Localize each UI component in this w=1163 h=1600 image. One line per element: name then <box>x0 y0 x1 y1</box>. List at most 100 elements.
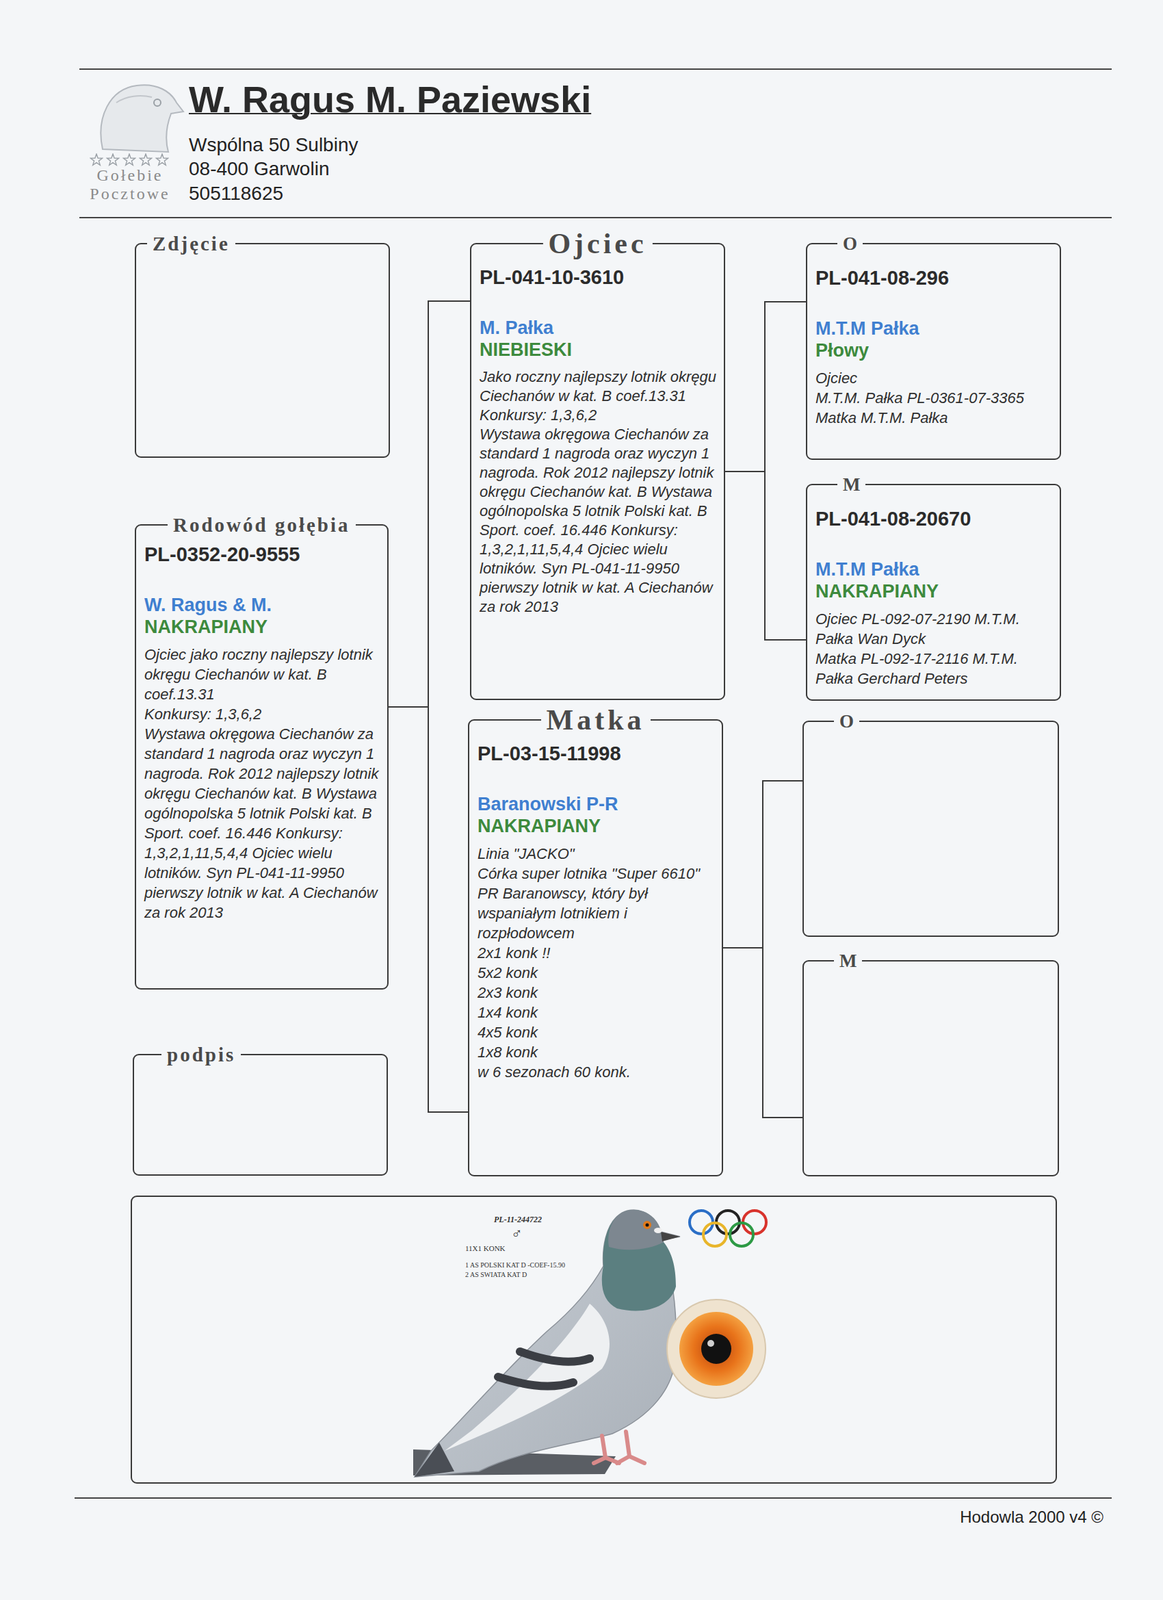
breeder-name: M. Pałka <box>479 316 717 339</box>
eye-closeup <box>667 1299 766 1398</box>
header-title: W. Ragus M. Paziewski <box>188 78 592 120</box>
logo-star <box>90 153 102 165</box>
pedigree-box: O <box>802 720 1060 937</box>
photo-caption: 1 AS POLSKI KAT D -COEF-15.90 <box>465 1260 566 1270</box>
ring-number: PL-03-15-11998 <box>477 740 715 766</box>
description-text: Ojciec jako roczny najlepszy lotnik okrę… <box>144 644 381 704</box>
pedigree-bracket <box>723 780 803 948</box>
box-content: PL-041-08-296M.T.M PałkaPłowyOjciecM.T.M… <box>807 244 1060 428</box>
ring-number: PL-0352-20-9555 <box>144 541 381 567</box>
pigeon-neck <box>602 1209 676 1311</box>
colour-name: NAKRAPIANY <box>477 814 715 837</box>
phone-number: 505118625 <box>188 181 284 206</box>
pedigree-box: M <box>802 959 1060 1176</box>
description-text: 1x4 konk <box>477 1002 715 1023</box>
olympic-ring <box>689 1210 713 1234</box>
colour-name: NAKRAPIANY <box>815 580 1053 603</box>
box-heading: Rodowód gołębia <box>167 515 356 535</box>
logo-star <box>106 153 119 165</box>
eye-pupil <box>701 1333 732 1364</box>
colour-name: NIEBIESKI <box>479 338 717 361</box>
pigeon-illustration <box>413 1209 767 1477</box>
description-text: Matka PL-092-17-2116 M.T.M. Pałka Gercha… <box>815 648 1053 689</box>
description-text: Ojciec PL-092-07-2190 M.T.M. Pałka Wan D… <box>815 608 1053 649</box>
description-text: Konkursy: 1,3,6,2 <box>144 703 381 724</box>
pedigree-bracket <box>388 301 470 707</box>
box-heading: Zdjęcie <box>147 233 236 254</box>
description-text: M.T.M. Pałka PL-0361-07-3365 <box>815 387 1053 408</box>
pedigree-box: Zdjęcie <box>134 242 390 458</box>
wing-bar <box>498 1376 574 1386</box>
box-heading: M <box>833 951 862 971</box>
description-text: 1x8 konk <box>477 1041 715 1062</box>
wing-bar <box>519 1351 590 1362</box>
pigeon-leg <box>593 1435 620 1463</box>
breeder-name: Baranowski P-R <box>477 792 715 815</box>
description-text: Linia "JACKO" <box>477 843 715 864</box>
breeder-name: M.T.M Pałka <box>815 558 1053 581</box>
box-heading: O <box>833 712 860 731</box>
box-heading: Ojciec <box>542 229 652 258</box>
box-heading: Matka <box>541 705 651 735</box>
ring-number: PL-041-08-20670 <box>815 506 1053 531</box>
olympic-ring <box>729 1222 754 1246</box>
pedigree-bracket <box>725 301 806 472</box>
box-content: PL-041-10-3610M. PałkaNIEBIESKIJako rocz… <box>471 244 724 617</box>
pedigree-box: MPL-041-08-20670M.T.M PałkaNAKRAPIANYOjc… <box>805 483 1062 701</box>
pigeon-beak <box>660 1231 681 1241</box>
description-text: w 6 sezonach 60 konk. <box>477 1061 715 1082</box>
eye-highlight <box>707 1339 715 1347</box>
olympic-ring <box>716 1210 740 1234</box>
address-line: Wspólna 50 Sulbiny <box>188 132 358 158</box>
pedigree-box: MatkaPL-03-15-11998Baranowski P-RNAKRAPI… <box>467 719 724 1176</box>
logo-feather <box>116 95 152 103</box>
logo-star <box>155 153 168 165</box>
pigeon-leg <box>617 1431 645 1463</box>
logo-caption: Gołebie <box>68 166 192 184</box>
pigeon-wing <box>444 1303 610 1451</box>
photo-caption: 2 AS SWIATA KAT D <box>465 1270 527 1279</box>
pigeon-tail <box>414 1442 455 1477</box>
photo-caption: ♂ <box>511 1225 523 1242</box>
box-heading: O <box>837 234 863 254</box>
pedigree-box: podpis <box>132 1053 388 1176</box>
box-heading: M <box>837 475 866 494</box>
pedigree-bracket <box>723 947 803 1118</box>
pedigree-box: OjciecPL-041-10-3610M. PałkaNIEBIESKIJak… <box>469 242 726 700</box>
photo-caption: PL-11-244722 <box>493 1214 542 1224</box>
logo-caption: Pocztowe <box>68 185 192 202</box>
colour-name: NAKRAPIANY <box>144 615 381 638</box>
pigeon-eye <box>643 1220 652 1229</box>
description-text: 5x2 konk <box>477 962 715 983</box>
breeder-name: W. Ragus & M. <box>144 593 381 616</box>
logo-eye <box>153 99 161 107</box>
description-text: Ojciec <box>815 368 1053 388</box>
colour-name: Płowy <box>815 339 1053 362</box>
pigeon-cere <box>654 1227 663 1233</box>
logo <box>90 84 184 165</box>
pedigree-box: OPL-041-08-296M.T.M PałkaPłowyOjciecM.T.… <box>805 242 1062 460</box>
description-text: 2x1 konk !! <box>477 942 715 963</box>
footer-credit: Hodowla 2000 v4 © <box>898 1507 1104 1527</box>
logo-star <box>139 153 152 165</box>
pedigree-bracket <box>388 706 468 1112</box>
description-text: 4x5 konk <box>477 1022 715 1042</box>
olympic-ring <box>703 1222 727 1246</box>
ring-number: PL-041-10-3610 <box>479 264 717 290</box>
photo-caption: 11X1 KONK <box>465 1243 506 1252</box>
box-content: PL-03-15-11998Baranowski P-RNAKRAPIANY Li… <box>469 720 722 1082</box>
header-rule <box>79 68 1112 70</box>
description-text: Matka M.T.M. Pałka <box>815 407 1053 428</box>
description-text: Wystawa okręgowa Ciechanów za standard 1… <box>479 424 717 617</box>
box-content: PL-041-08-20670M.T.M PałkaNAKRAPIANY Ojci… <box>807 485 1060 689</box>
box-content: PL-0352-20-9555 W. Ragus & M.NAKRAPIANY Oj… <box>136 525 388 923</box>
footer-rule <box>74 1496 1112 1499</box>
pigeon-pupil <box>645 1223 650 1227</box>
olympic-ring <box>742 1210 767 1234</box>
header-rule <box>79 216 1112 219</box>
pedigree-box: Rodowód gołębiaPL-0352-20-9555W. Ragus &… <box>134 524 389 990</box>
breeder-name: M.T.M Pałka <box>815 317 1053 340</box>
ring-number: PL-041-08-296 <box>815 265 1053 291</box>
box-heading: podpis <box>161 1044 241 1065</box>
